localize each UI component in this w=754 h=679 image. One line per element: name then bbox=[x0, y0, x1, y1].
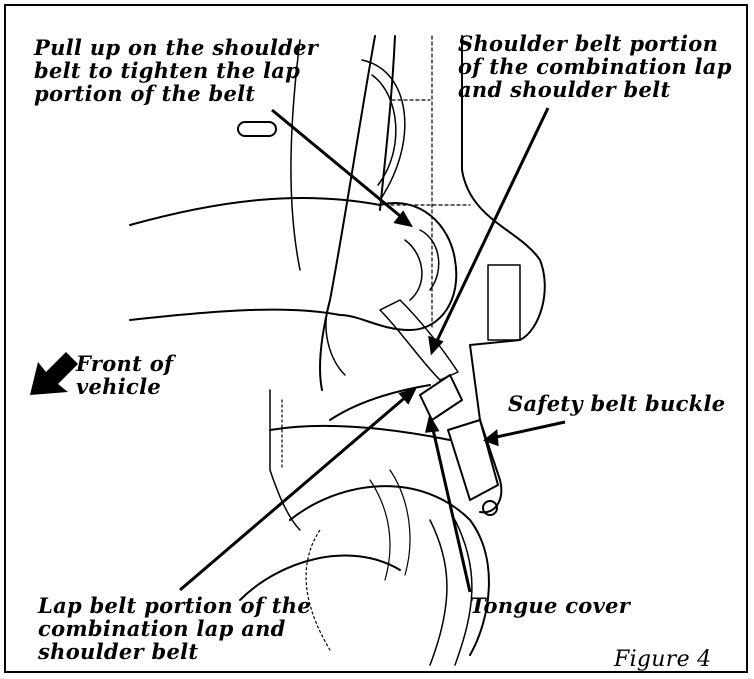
lap-contour bbox=[269, 424, 451, 441]
callout-shoulder-belt: Shoulder belt portion of the combination… bbox=[458, 31, 732, 102]
arm-top bbox=[129, 196, 381, 226]
callout-pull-up: Pull up on the shoulder belt to tighten … bbox=[34, 35, 319, 106]
figure-frame bbox=[4, 4, 748, 673]
leader-pull-up bbox=[271, 108, 406, 222]
seat-curve-2 bbox=[371, 74, 397, 186]
arrow-down-left-icon bbox=[30, 352, 78, 395]
side-panel-box bbox=[487, 264, 521, 341]
door-sill-2 bbox=[454, 519, 473, 666]
knee-stripes bbox=[369, 469, 411, 581]
arm-bottom bbox=[129, 308, 341, 321]
leader-pull-up-head bbox=[393, 210, 414, 228]
seat-back-edge bbox=[290, 39, 301, 271]
knee-1 bbox=[289, 485, 490, 656]
buckle-stalk bbox=[469, 344, 503, 514]
knee-2 bbox=[239, 554, 401, 601]
seat-slot bbox=[237, 121, 277, 137]
leader-buckle-head bbox=[482, 429, 499, 447]
seat-back bbox=[319, 35, 376, 391]
hand bbox=[339, 202, 458, 331]
leader-tongue-head bbox=[425, 413, 440, 433]
tongue-cover bbox=[419, 374, 463, 421]
fingers bbox=[404, 229, 440, 301]
figure-label: Figure 4 bbox=[614, 647, 712, 672]
callout-tongue-cover: Tongue cover bbox=[470, 593, 631, 618]
callout-buckle: Safety belt buckle bbox=[508, 391, 726, 416]
leader-tongue bbox=[430, 424, 472, 593]
side-panel bbox=[461, 35, 546, 346]
leader-lap-head bbox=[398, 387, 417, 405]
buckle-body bbox=[447, 419, 499, 501]
belt-webbing bbox=[379, 299, 459, 381]
leader-buckle bbox=[491, 420, 566, 440]
seat-back-inner bbox=[379, 35, 396, 211]
leader-lap bbox=[179, 393, 409, 592]
door-sill bbox=[429, 519, 448, 666]
leader-shoulder-head bbox=[428, 335, 444, 356]
seat-curve bbox=[361, 59, 406, 201]
belt-webbing-lap bbox=[329, 384, 431, 421]
seat-cushion bbox=[269, 389, 301, 531]
sleeve bbox=[325, 299, 346, 376]
dotted-sill bbox=[305, 529, 331, 651]
buckle-button bbox=[482, 500, 498, 516]
leader-shoulder bbox=[433, 107, 550, 346]
callout-lap-belt: Lap belt portion of the combination lap … bbox=[38, 593, 311, 664]
callout-front-of-vehicle: Front of vehicle bbox=[76, 351, 174, 399]
